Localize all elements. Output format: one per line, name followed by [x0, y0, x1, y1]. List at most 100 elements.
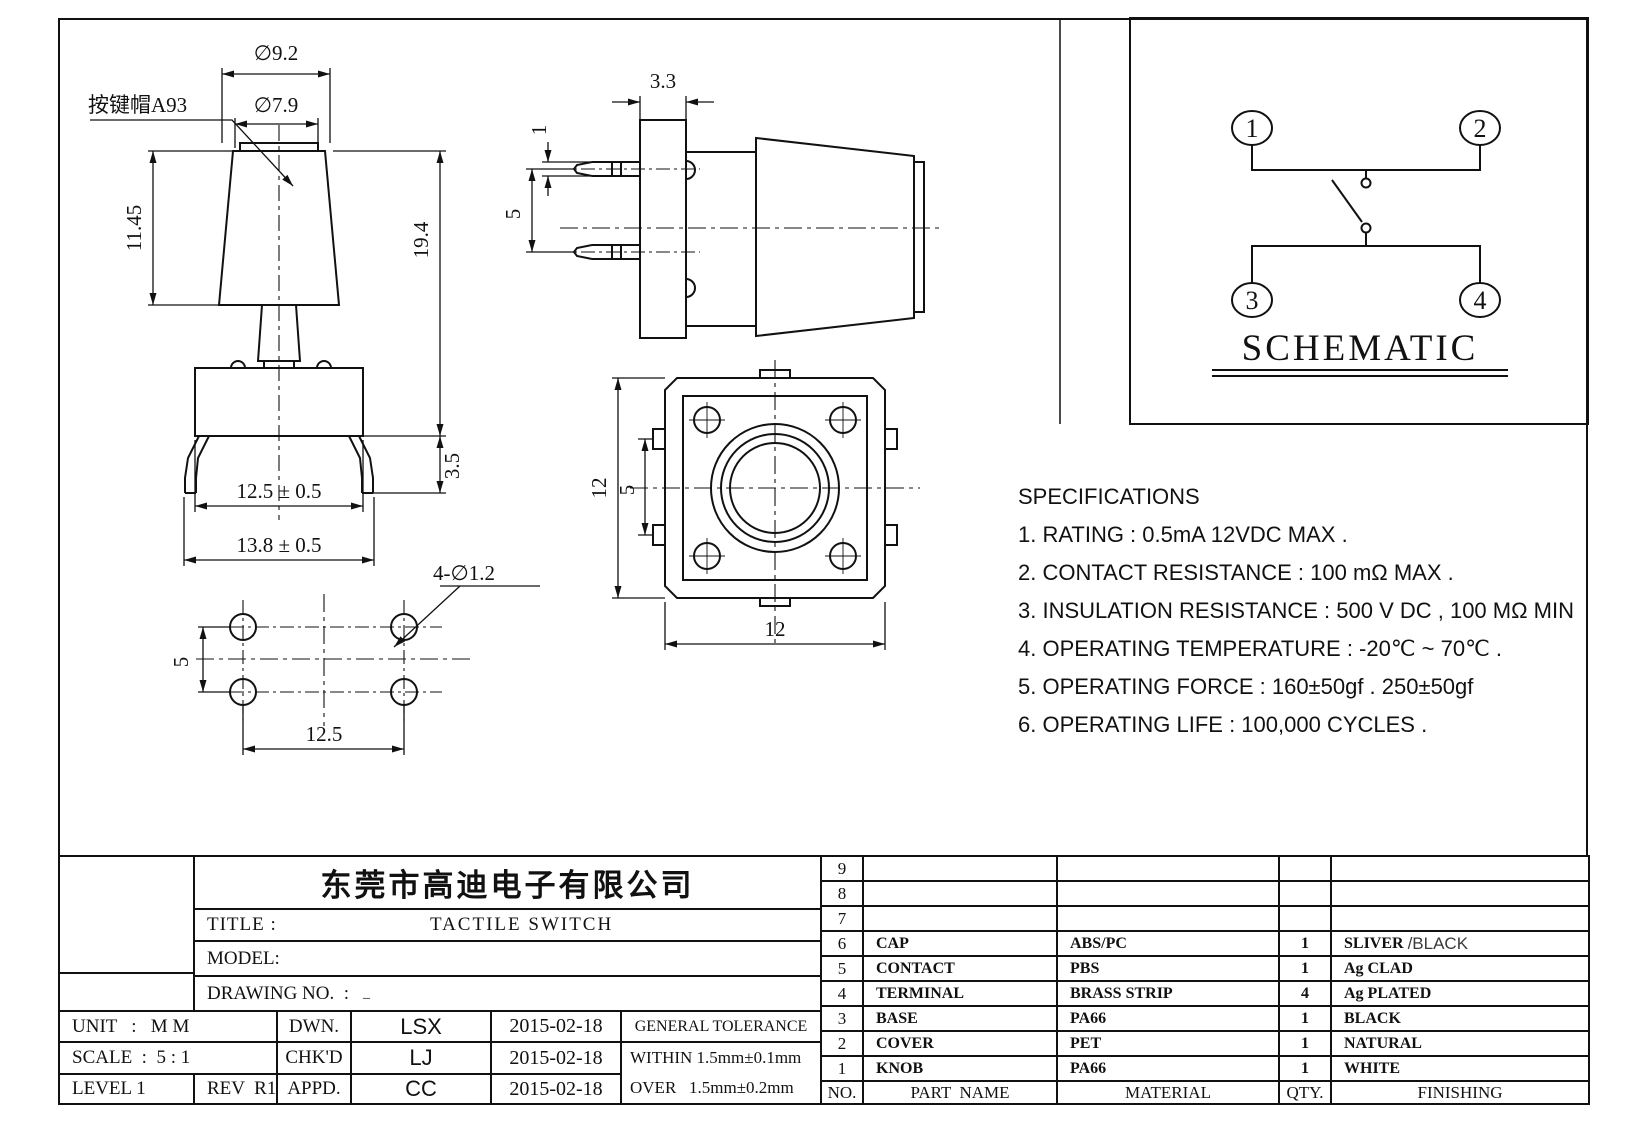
dwn-name-cell: LSX [350, 1010, 490, 1041]
spec-item: 2. CONTACT RESISTANCE : 100 mΩ MAX . [1018, 560, 1454, 585]
dim-pin-depth: 3.5 [440, 453, 464, 479]
part-row-name: BASE [862, 1005, 1056, 1030]
part-row-no: 5 [820, 955, 862, 980]
dwn-label-cell: DWN. [276, 1010, 350, 1041]
spec-item: 3. INSULATION RESISTANCE : 500 V DC , 10… [1018, 598, 1574, 623]
part-row-name [862, 855, 1056, 880]
chkd-date-cell: 2015-02-18 [490, 1041, 620, 1073]
part-row-finishing [1330, 880, 1590, 905]
part-row-qty: 1 [1278, 930, 1330, 955]
part-row-no: 7 [820, 905, 862, 930]
part-row-name: CONTACT [862, 955, 1056, 980]
part-row-qty: 1 [1278, 1030, 1330, 1055]
part-row-material [1056, 880, 1278, 905]
part-row-finishing [1330, 905, 1590, 930]
finishing-text: WHITE [1344, 1059, 1401, 1077]
spec-item: 5. OPERATING FORCE : 160±50gf . 250±50gf [1018, 674, 1474, 699]
schematic-pin-4: 4 [1474, 286, 1487, 315]
finishing-text: Ag PLATED [1344, 984, 1432, 1002]
projection-symbol-cell [58, 972, 193, 1010]
schematic-title: SCHEMATIC [1242, 328, 1479, 369]
part-row-name: KNOB [862, 1055, 1056, 1080]
dim-top-width: 12 [765, 617, 786, 641]
parts-header-finishing: FINISHING [1330, 1080, 1590, 1105]
dim-overall-width: 13.8 ± 0.5 [236, 533, 321, 557]
top-view-marks [689, 402, 861, 574]
title-value: TACTILE SWITCH [430, 914, 614, 935]
schematic-box [1129, 17, 1589, 425]
part-row-no: 8 [820, 880, 862, 905]
part-row-name: COVER [862, 1030, 1056, 1055]
company-name: 东莞市高迪电子有限公司 [193, 855, 820, 908]
dim-total-height: 19.4 [409, 221, 433, 258]
schematic-pin-1: 1 [1246, 114, 1259, 143]
schematic-pin-2: 2 [1474, 114, 1487, 143]
pcb-centerlines [196, 594, 470, 726]
dim-body-width: 12.5 ± 0.5 [236, 479, 321, 503]
part-row-material: PA66 [1056, 1005, 1278, 1030]
part-row-name [862, 880, 1056, 905]
side-view [572, 119, 925, 339]
drawing-no-row: DRAWING NO. : _ [193, 975, 820, 1010]
finishing-text: BLACK [1344, 1009, 1401, 1027]
part-row-finishing: SLIVER /BLACK [1330, 930, 1590, 955]
part-row-qty [1278, 905, 1330, 930]
part-row-finishing [1330, 855, 1590, 880]
spec-item: 6. OPERATING LIFE : 100,000 CYCLES . [1018, 712, 1428, 737]
part-row-name: TERMINAL [862, 980, 1056, 1005]
chkd-name-cell: LJ [350, 1041, 490, 1073]
part-row-finishing: Ag CLAD [1330, 955, 1590, 980]
spec-item: 1. RATING : 0.5mA 12VDC MAX . [1018, 522, 1348, 547]
front-view-dimensions [90, 68, 446, 566]
part-row-qty: 1 [1278, 1055, 1330, 1080]
top-view-centerlines [630, 360, 920, 648]
finishing-text-light: /BLACK [1407, 933, 1469, 953]
cap-callout-label: 按键帽A93 [88, 93, 187, 117]
schematic-pin-3: 3 [1246, 286, 1259, 315]
model-row: MODEL: [193, 940, 820, 975]
dwn-date-cell: 2015-02-18 [490, 1010, 620, 1041]
part-row-material [1056, 855, 1278, 880]
dim-pin-pitch-side: 5 [501, 209, 525, 220]
dim-pcb-col-pitch: 12.5 [306, 722, 343, 746]
part-row-material: PA66 [1056, 1055, 1278, 1080]
logo-cell [58, 855, 193, 972]
part-row-no: 4 [820, 980, 862, 1005]
drawing-no-label: DRAWING NO. : [207, 982, 350, 1004]
finishing-text: Ag CLAD [1344, 959, 1413, 977]
part-row-name [862, 905, 1056, 930]
part-row-qty: 4 [1278, 980, 1330, 1005]
part-row-no: 1 [820, 1055, 862, 1080]
part-row-material [1056, 905, 1278, 930]
pcb-dimensions [198, 585, 540, 755]
dim-tab-pitch: 5 [615, 485, 639, 496]
side-view-dimensions [526, 96, 714, 253]
part-row-material: PBS [1056, 955, 1278, 980]
part-row-finishing: WHITE [1330, 1055, 1590, 1080]
part-row-name: CAP [862, 930, 1056, 955]
spec-item: 4. OPERATING TEMPERATURE : -20℃ ~ 70℃ . [1018, 636, 1503, 661]
part-row-no: 9 [820, 855, 862, 880]
specifications-block: SPECIFICATIONS 1. RATING : 0.5mA 12VDC M… [1018, 478, 1598, 744]
rev-cell: REV R1 [193, 1073, 276, 1105]
parts-header-qty: QTY. [1278, 1080, 1330, 1105]
part-row-no: 3 [820, 1005, 862, 1030]
chkd-label-cell: CHK'D [276, 1041, 350, 1073]
title-row: TITLE : TACTILE SWITCH [193, 908, 820, 940]
part-row-qty [1278, 880, 1330, 905]
dim-top-height: 12 [587, 478, 611, 499]
title-label: TITLE : [207, 914, 277, 935]
part-row-no: 2 [820, 1030, 862, 1055]
side-view-centerlines [556, 168, 940, 253]
tolerance-title-cell: GENERAL TOLERANCE [620, 1010, 820, 1041]
appd-name-cell: CC [350, 1073, 490, 1105]
schematic-circuit [1231, 110, 1501, 318]
tolerance-over: OVER 1.5mm±0.2mm [630, 1078, 794, 1097]
part-row-finishing: Ag PLATED [1330, 980, 1590, 1005]
dim-pcb-row-pitch: 5 [169, 657, 193, 668]
model-label: MODEL: [207, 947, 280, 969]
dim-pin-width: 1 [527, 125, 551, 136]
part-row-no: 6 [820, 930, 862, 955]
